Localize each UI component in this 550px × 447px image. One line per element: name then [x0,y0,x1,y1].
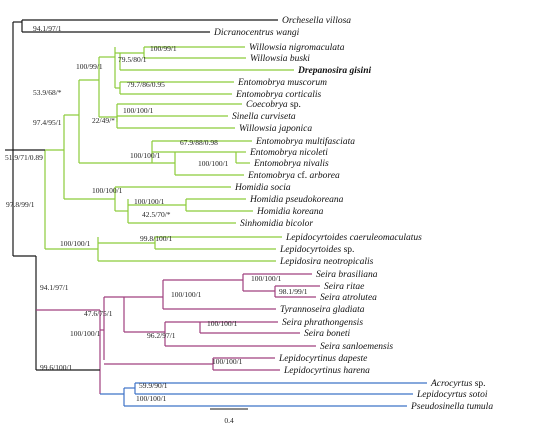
taxon-label: Seira brasiliana [316,270,378,280]
taxon-label: Willowsia nigromaculata [249,43,345,53]
taxon-label: Lepidocyrtoides caeruleomaculatus [285,233,422,243]
taxon-label: Homidia socia [234,183,291,193]
support-value: 100/100/1 [136,394,167,403]
support-values: 94.1/97/1100/99/179.5/80/1100/99/179.7/8… [5,24,308,403]
tree-branches [5,19,427,407]
support-value: 67.9/88/0.98 [180,138,218,147]
taxon-label: Lepidosira neotropicalis [279,257,374,267]
taxon-label: Sinhomidia bicolor [240,219,313,229]
support-value: 100/100/1 [130,151,161,160]
support-value: 53.9/68/* [33,88,62,97]
taxon-label: Coecobrya sp. [246,100,301,110]
support-value: 79.5/80/1 [118,55,147,64]
taxon-label: Seira boneti [304,329,351,339]
taxon-label: Tyrannoseira gladiata [280,305,365,315]
taxon-label: Lepidocyrtus sotoi [416,390,488,400]
support-value: 100/100/1 [171,290,202,299]
support-value: 100/100/1 [134,197,165,206]
support-value: 94.1/97/1 [33,24,62,33]
support-value: 22/49/* [92,116,115,125]
support-value: 100/100/1 [92,186,123,195]
support-value: 96.2/97/1 [147,331,176,340]
taxon-label: Pseudosinella tumula [410,402,493,412]
support-value: 100/100/1 [198,159,229,168]
taxon-label: Dicranocentrus wangi [213,28,300,38]
taxon-label: Seira phrathongensis [282,318,363,328]
taxon-label: Acrocyrtus sp. [430,379,486,389]
support-value: 99.8/100/1 [140,234,173,243]
support-value: 100/99/1 [76,62,103,71]
taxon-label: Lepidocyrtinus harena [283,366,370,376]
support-value: 100/99/1 [150,44,177,53]
support-value: 97.8/99/1 [6,200,35,209]
taxon-label: Homidia koreana [256,207,324,217]
support-value: 94.1/97/1 [40,283,69,292]
taxon-label: Lepidocyrtinus dapeste [278,354,367,364]
support-value: 100/100/1 [60,239,91,248]
taxon-label: Orchesella villosa [282,16,351,26]
taxon-label: Drepanosira gisini [297,66,371,76]
taxon-label: Entomobrya muscorum [237,78,327,88]
taxon-label: Seira sanloemensis [320,342,393,352]
scale-bar: 0.4 [210,408,248,425]
support-value: 79.7/86/0.95 [127,80,165,89]
scale-bar-label: 0.4 [224,416,234,425]
taxon-label: Seira ritae [324,282,364,292]
support-value: 99.6/100/1 [40,363,73,372]
taxon-label: Willowsia buski [250,54,310,64]
taxon-label: Lepidocyrtoides sp. [279,245,354,255]
taxon-label: Entomobrya cf. arborea [247,170,340,181]
taxon-label: Entomobrya corticalis [235,90,322,100]
support-value: 47.6/75/1 [84,309,113,318]
support-value: 100/100/1 [212,357,243,366]
taxon-label: Sinella curviseta [232,112,296,122]
support-value: 100/100/1 [70,329,101,338]
taxon-label: Willowsia japonica [239,124,312,134]
taxon-label: Homidia pseudokoreana [249,195,344,205]
taxon-label: Entomobrya nicoleti [249,148,328,158]
support-value: 100/100/1 [207,319,238,328]
support-value: 59.9/90/1 [139,381,168,390]
taxon-label: Entomobrya nivalis [253,159,329,169]
support-value: 42.5/70/* [142,210,171,219]
support-value: 98.1/99/1 [279,287,308,296]
support-value: 100/100/1 [251,274,282,283]
support-value: 51.9/71/0.89 [5,153,43,162]
support-value: 97.4/95/1 [33,118,62,127]
taxon-label: Seira atrolutea [320,293,377,303]
taxon-label: Entomobrya multifasciata [255,136,355,147]
support-value: 100/100/1 [123,106,154,115]
